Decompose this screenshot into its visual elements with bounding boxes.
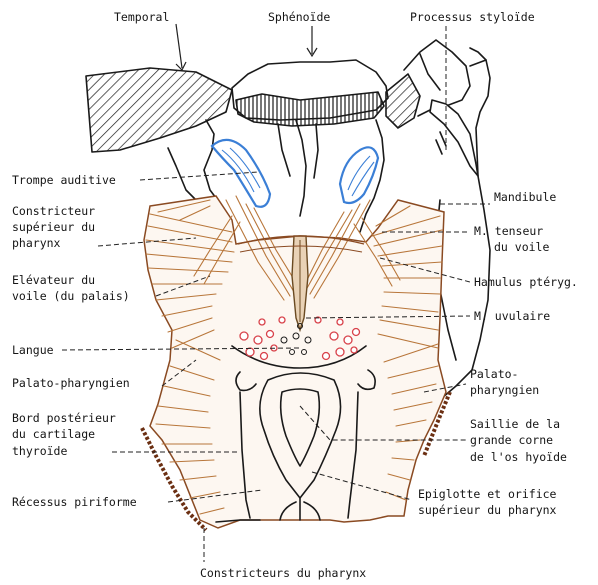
auditory-tube-left — [212, 140, 270, 207]
label-palato-pharyngien-right-2: pharyngien — [470, 383, 539, 397]
label-mandibule: Mandibule — [494, 190, 556, 204]
label-trompe-auditive: Trompe auditive — [12, 173, 116, 187]
label-langue: Langue — [12, 343, 54, 357]
label-constricteurs: Constricteurs du pharynx — [200, 566, 366, 580]
temporal-bone-right — [386, 74, 420, 128]
label-elevateur-1: Elévateur du — [12, 273, 95, 287]
label-saillie-3: de l'os hyoïde — [470, 450, 567, 464]
label-constricteur-superieur-3: pharynx — [12, 236, 61, 250]
vomer — [296, 120, 306, 216]
label-processus-styloide: Processus styloïde — [410, 10, 535, 24]
label-bord-posterieur-3: thyroïde — [12, 444, 67, 458]
label-epiglotte-2: supérieur du pharynx — [418, 503, 557, 517]
label-recessus-piriforme: Récessus piriforme — [12, 495, 137, 509]
label-bord-posterieur-2: du cartilage — [12, 427, 95, 441]
sphenoid-hatched-band — [236, 92, 384, 126]
label-saillie-2: grande corne — [470, 433, 553, 447]
label-elevateur-2: voile (du palais) — [12, 289, 130, 303]
label-temporal: Temporal — [114, 10, 169, 24]
label-constricteur-superieur-1: Constricteur — [12, 204, 95, 218]
label-constricteur-superieur-2: supérieur du — [12, 220, 95, 234]
label-sphenoide: Sphénoïde — [268, 10, 330, 24]
auditory-tube-right — [340, 147, 378, 203]
styloid-process — [430, 100, 478, 176]
label-m-tenseur-2: du voile — [494, 240, 549, 254]
skull-base — [86, 40, 478, 232]
label-m-tenseur-1: M. tenseur — [474, 224, 543, 238]
label-saillie-1: Saillie de la — [470, 417, 560, 431]
label-palato-pharyngien-right-1: Palato- — [470, 367, 518, 381]
label-palato-pharyngien-left: Palato-pharyngien — [12, 376, 130, 390]
pharynx-constrictors — [142, 196, 450, 530]
label-bord-posterieur-1: Bord postérieur — [12, 411, 116, 425]
label-hamulus: Hamulus ptéryg. — [474, 275, 578, 289]
label-m-uvulaire: M. uvulaire — [474, 309, 550, 323]
label-epiglotte-1: Epiglotte et orifice — [418, 487, 557, 501]
temporal-bone-left — [86, 68, 232, 152]
